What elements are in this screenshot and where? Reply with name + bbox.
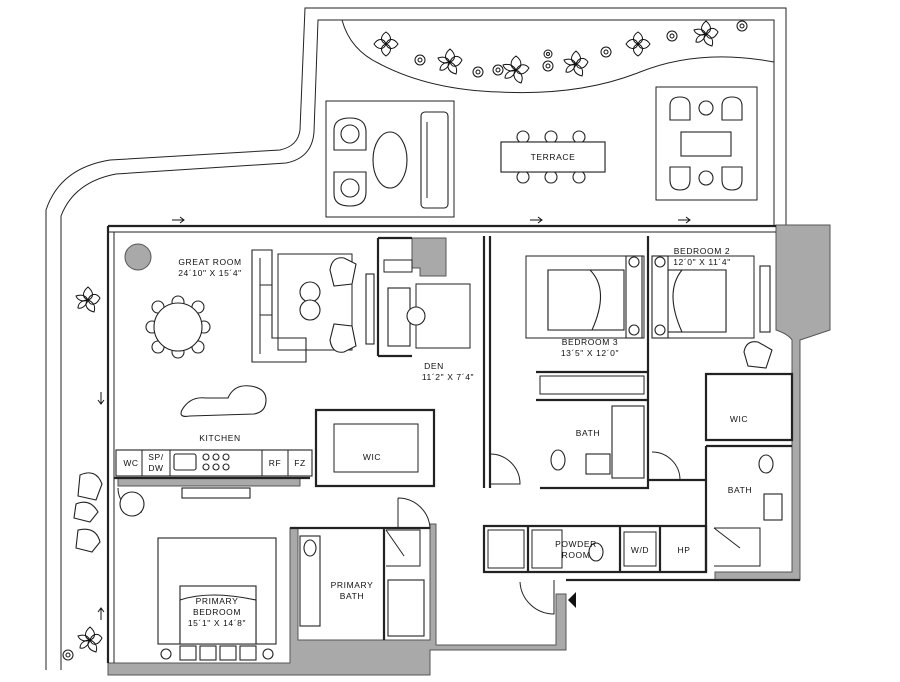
terrace-outline [45,7,787,670]
plant-icon [693,20,719,47]
plant-icon [77,626,103,653]
entry-marker [568,592,576,608]
terrace-label: TERRACE [531,152,576,162]
plant-icon [437,48,463,75]
hp-label: HP [677,545,690,555]
bedroom2-bath-fixtures [713,454,783,567]
primary-bedroom-dims: 15´1" X 14´8" [188,618,246,628]
dw-label: DW [148,463,163,473]
planter-plants [373,20,748,84]
rf-label: RF [269,458,282,468]
primary-bath-label-1: PRIMARY [331,580,374,590]
powder-room-label-1: POWDER [555,539,597,549]
plant-icon [373,31,399,57]
terrace-dining-table: TERRACE [500,130,606,184]
door-swings [117,451,681,615]
primary-bath-label-2: BATH [340,591,364,601]
primary-wic-label: WIC [363,452,381,462]
bedroom2-bath-label: BATH [728,485,752,495]
primary-bedroom-label-1: PRIMARY [196,596,239,606]
terrace-lounge-set [325,100,455,218]
plant-icon [75,286,101,313]
great-room-label: GREAT ROOM [178,257,241,267]
primary-bedroom-furniture [119,491,277,661]
pebbles [414,20,748,78]
fz-label: FZ [294,458,306,468]
arrows [97,216,691,620]
service-fixtures [487,529,657,569]
great-room-furniture [145,249,375,417]
plant-icon [625,31,651,57]
bedroom3-furniture [525,255,645,339]
primary-bedroom-label-2: BEDROOM [193,607,241,617]
powder-room-label-2: ROOM [562,550,591,560]
bedroom3-dims: 13´5" X 12´0" [561,348,619,358]
interior-walls [106,224,800,663]
plant-icon [502,55,530,84]
room-labels: GREAT ROOM 24´10" X 15´4" DEN 11´2" X 7´… [123,246,752,628]
left-terrace-items [62,286,103,661]
wc-label: WC [123,458,138,468]
wd-label: W/D [631,545,649,555]
den-dims: 11´2" X 7´4" [422,372,474,382]
bedroom2-furniture [651,255,773,369]
kitchen-label: KITCHEN [199,433,241,443]
sp-label: SP/ [148,452,164,462]
bedroom3-label: BEDROOM 3 [562,337,618,347]
primary-wic [333,423,419,473]
bedroom3-bath-fixtures [539,375,645,479]
den-label: DEN [424,361,444,371]
bedroom2-label: BEDROOM 2 [674,246,730,256]
plant-icon [563,50,589,77]
primary-bath-fixtures [299,529,425,637]
bedroom2-dims: 12´0" X 11´4" [673,257,731,267]
bedroom3-bath-label: BATH [576,428,600,438]
den-furniture [383,259,471,349]
terrace-outdoor-table [655,86,758,201]
kitchen [115,449,313,499]
bedroom2-wic-label: WIC [730,414,748,424]
great-room-dims: 24´10" X 15´4" [178,268,242,278]
